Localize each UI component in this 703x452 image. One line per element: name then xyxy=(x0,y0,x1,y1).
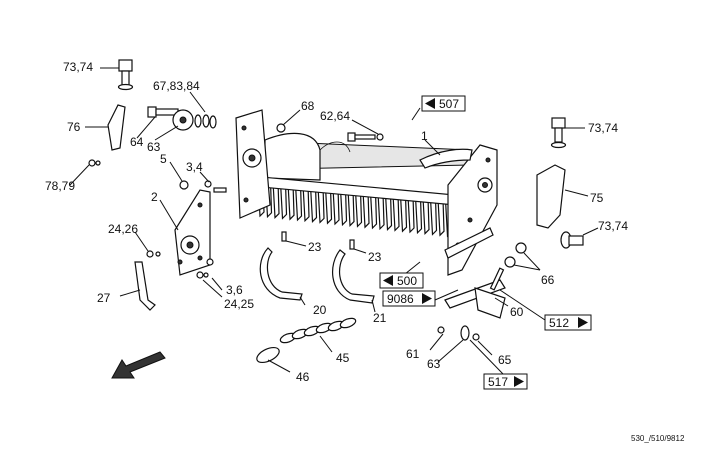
label-61: 61 xyxy=(406,347,420,361)
chain-link xyxy=(339,317,357,329)
left-arrow-icon xyxy=(425,98,435,109)
label-23-right: 23 xyxy=(368,250,382,264)
comb-tooth xyxy=(429,197,438,236)
drawing-code: 530_/510/9812 xyxy=(631,434,685,443)
label-60: 60 xyxy=(510,305,524,319)
label-64: 64 xyxy=(130,135,144,149)
comb-rotor-assembly xyxy=(235,109,506,319)
fasteners xyxy=(88,59,584,341)
right-arrow-icon xyxy=(578,317,588,328)
reference-507-label: 507 xyxy=(439,97,459,111)
direction-arrow-icon xyxy=(111,351,166,379)
label-2: 2 xyxy=(151,190,158,204)
reference-9086[interactable]: 9086 xyxy=(382,290,436,307)
reference-507[interactable]: 507 xyxy=(421,95,466,112)
single-chain-link xyxy=(256,346,280,364)
part-labels: 73,74 76 78,79 64 63 67,83,84 68 62,64 1… xyxy=(45,60,628,384)
reference-517-label: 517 xyxy=(488,375,508,389)
label-66: 66 xyxy=(541,273,555,287)
label-3-4: 3,4 xyxy=(186,160,203,174)
label-78-79: 78,79 xyxy=(45,179,75,193)
label-3-6: 3,6 xyxy=(226,283,243,297)
label-73-74-top-left: 73,74 xyxy=(63,60,93,74)
label-1: 1 xyxy=(421,129,428,143)
left-arrow-icon xyxy=(383,275,393,286)
label-46: 46 xyxy=(296,370,310,384)
label-21: 21 xyxy=(373,311,387,325)
reference-9086-label: 9086 xyxy=(387,292,414,306)
bands xyxy=(259,247,375,304)
comb-tooth xyxy=(437,198,445,237)
label-63-bottom: 63 xyxy=(427,357,441,371)
label-24-26: 24,26 xyxy=(108,222,138,236)
label-76: 76 xyxy=(67,120,81,134)
label-23-left: 23 xyxy=(308,240,322,254)
reference-517[interactable]: 517 xyxy=(483,373,528,390)
left-side-plate xyxy=(134,189,211,311)
label-73-74-right-top: 73,74 xyxy=(588,121,618,135)
label-65: 65 xyxy=(498,353,512,367)
label-5: 5 xyxy=(160,152,167,166)
label-27: 27 xyxy=(97,291,111,305)
reference-512[interactable]: 512 xyxy=(544,314,592,331)
label-67-83-84: 67,83,84 xyxy=(153,79,200,93)
label-68: 68 xyxy=(301,99,315,113)
label-62-64: 62,64 xyxy=(320,109,350,123)
label-20: 20 xyxy=(313,303,327,317)
label-75: 75 xyxy=(590,191,604,205)
label-63: 63 xyxy=(147,140,161,154)
reference-500[interactable]: 500 xyxy=(379,272,424,289)
chain-links xyxy=(256,317,357,364)
reference-512-label: 512 xyxy=(549,316,569,330)
right-arrow-icon xyxy=(422,293,432,304)
right-arrow-icon xyxy=(514,376,524,387)
reference-500-label: 500 xyxy=(397,274,417,288)
label-24-25: 24,25 xyxy=(224,297,254,311)
leader-lines xyxy=(69,67,599,376)
label-73-74-right-lower: 73,74 xyxy=(598,219,628,233)
label-45: 45 xyxy=(336,351,350,365)
